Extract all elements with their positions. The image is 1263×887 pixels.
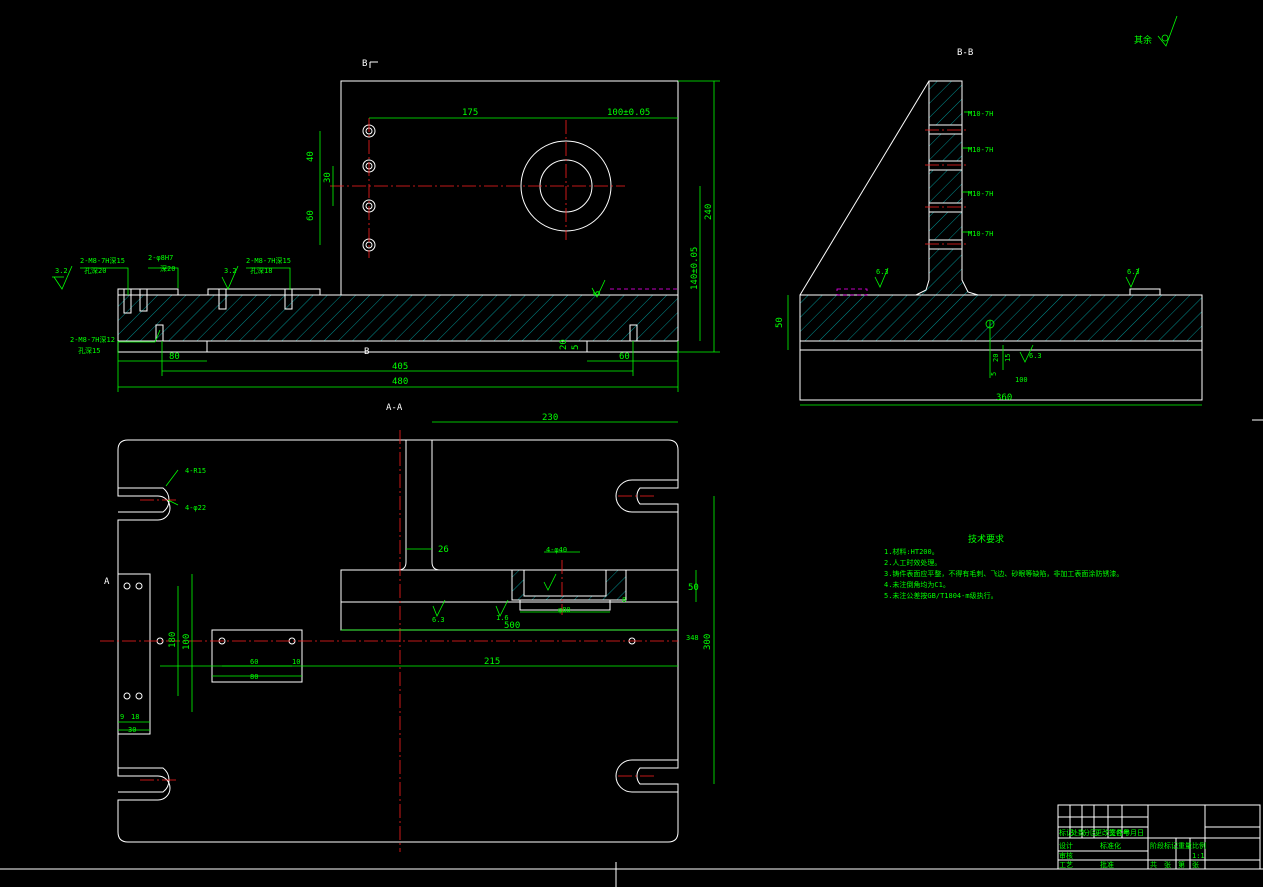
dim-140: 140±0.05 [690,247,700,290]
tb-cell-2: 分区 [1083,828,1097,837]
tb-cell-17: 张 [1192,860,1199,869]
dim-60: 60 [306,210,316,221]
plan-dim-26: 26 [438,545,449,555]
technical-notes: 技术要求 1.材料:HT200。 2.人工时效处理。 3.铸件表面应平整，不得有… [884,533,1123,600]
note-2: 2.人工时效处理。 [884,558,941,567]
callout-1-line1: 2-M8-7H深15 [80,256,125,265]
tb-cell-3: 更改文件号 [1095,828,1130,837]
tb-cell-8: 比例 [1192,841,1206,850]
tb-cell-14: 共 [1150,860,1157,869]
plan-dim-10: 10 [292,658,300,666]
side-dim-15: 15 [1004,354,1012,362]
roughness-side-1: 6.3 [876,268,889,276]
dim-40: 40 [306,151,316,162]
section-a-label: A [104,577,110,587]
plan-dim-300: 300 [703,634,713,650]
note-4: 4.未注倒角均为C1。 [884,580,950,589]
roughness-other-text: 其余 [1134,34,1152,46]
tb-cell-15: 张 [1164,860,1171,869]
note-1: 1.材料:HT200。 [884,547,939,556]
callout-4-line1: 2-M8-7H深12 [70,335,115,344]
side-dim-360: 360 [996,393,1012,403]
tb-cell-1: 处数 [1071,828,1085,837]
tb-cell-5: 年月日 [1123,828,1144,837]
plan-phi80: φ80 [558,606,571,614]
tb-cell-9: 设计 [1059,841,1073,850]
plan-view: A-A A 230 26 4-R15 4-φ22 4-φ40 φ80 50 50… [100,403,715,852]
plan-dim-500: 500 [504,621,520,631]
dim-80: 80 [169,352,180,362]
roughness-other: 其余 [1134,15,1178,47]
plan-dim-18: 18 [131,713,139,721]
roughness-side-3: 6.3 [1029,352,1042,360]
roughness-front-1: 3.2 [55,267,68,275]
dim-175: 175 [462,108,478,118]
thread-2: M10-7H [968,146,993,154]
callout-2-line1: 2-φ8H7 [148,254,173,262]
plan-dim-9: 9 [120,713,124,721]
thread-4: M10-7H [968,230,993,238]
tb-cell-12: 工艺 [1059,861,1073,869]
callout-4-line2: 孔深15 [78,346,100,355]
tb-cell-0: 标记 [1059,828,1073,837]
plan-dim-180: 180 [168,632,178,648]
side-dim-50: 50 [775,317,785,328]
tb-cell-16: 第 [1178,860,1185,869]
plan-dim-348: 348 [686,634,699,642]
plan-dim-60: 60 [250,658,258,666]
plan-phi40: 4-φ40 [546,546,567,554]
plan-hole-r: 4-R15 [185,467,206,475]
tb-cell-6: 阶段标记 [1150,841,1178,850]
dim-5: 5 [593,291,603,296]
thread-1: M10-7H [968,110,993,118]
side-view-label: B-B [957,48,973,58]
tb-cell-11: 审核 [1059,851,1073,860]
section-mark-top: B [362,59,367,69]
plan-roughness-1: 6.3 [432,616,445,624]
side-dim-20: 20 [992,354,1000,362]
plan-dim-8: 8 [622,596,626,604]
dim-480: 480 [392,377,408,387]
roughness-side-2: 6.3 [1127,268,1140,276]
thread-3: M10-7H [968,190,993,198]
notes-title: 技术要求 [968,533,1004,545]
front-view: B B 175 100±0.05 40 30 60 140±0.05 240 5… [52,59,720,392]
plan-dim-80: 80 [250,673,258,681]
tb-cell-18: 1:1 [1192,852,1205,860]
dim-20: 20 [559,339,569,350]
callout-1-line2: 孔深20 [84,266,106,275]
side-view: B-B M10-7H M10-7H M10-7H M10-7H 50 360 1… [775,48,1203,406]
tb-cell-4: 签名 [1109,828,1123,837]
dim-30: 30 [323,172,333,183]
note-5: 5.未注公差按GB/T1804-m级执行。 [884,591,998,600]
callout-3-line2: 孔深18 [250,266,272,275]
side-dim-5: 5 [990,372,998,376]
plan-dim-30: 30 [128,726,136,734]
dim-405: 405 [392,362,408,372]
plan-view-label: A-A [386,403,403,413]
dim-60b: 60 [619,352,630,362]
callout-2-line2: 深20 [160,264,175,273]
plan-roughness-2: 1.6 [496,614,509,622]
plan-dim-215: 215 [484,657,500,667]
side-dim-100: 100 [1015,376,1028,384]
callout-3-line1: 2-M8-7H深15 [246,256,291,265]
tb-cell-10: 标准化 [1100,841,1121,850]
tb-cell-13: 批准 [1100,860,1114,869]
tb-cell-7: 重量 [1178,842,1192,850]
note-3: 3.铸件表面应平整，不得有毛刺、飞边、砂眼等缺陷，非加工表面涂防锈漆。 [884,569,1123,578]
title-block: 标记 处数 分区 更改文件号 签名 年月日 阶段标记 重量 比例 设计 标准化 … [1057,804,1261,870]
plan-dim-100: 100 [182,634,192,650]
dim-240: 240 [704,204,714,220]
plan-dim-50: 50 [688,583,699,593]
plan-dim-230: 230 [542,413,558,423]
dim-100: 100±0.05 [607,108,650,118]
section-mark-bottom: B [364,347,369,357]
roughness-front-2: 3.2 [224,267,237,275]
plan-hole-d: 4-φ22 [185,504,206,512]
dim-5b: 5 [571,345,581,350]
